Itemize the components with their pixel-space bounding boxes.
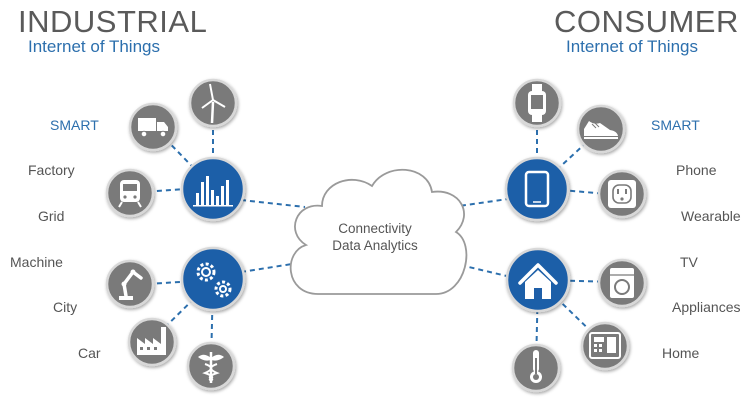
industrial-subtitle: Internet of Things [28, 37, 160, 56]
consumer-label-home: Home [662, 345, 700, 361]
consumer-label-smart: SMART [651, 117, 700, 133]
robot-arm-icon [105, 259, 155, 309]
industrial-label-factory: Factory [28, 162, 75, 178]
cloud-label-data-analytics: Data Analytics [332, 238, 418, 253]
industrial-label-car: Car [78, 345, 101, 361]
tablet-icon [504, 156, 570, 222]
power-outlet-icon [597, 169, 647, 219]
train-icon [105, 168, 155, 218]
caduceus-icon [186, 341, 236, 391]
industrial-title: INDUSTRIAL [18, 4, 208, 39]
industrial-label-smart: SMART [50, 117, 99, 133]
house-icon [505, 247, 571, 313]
bar-chart-icon [180, 156, 246, 222]
industrial-label-city: City [53, 299, 78, 315]
washing-machine-icon [597, 258, 647, 308]
truck-icon [128, 102, 178, 152]
wind-turbine-icon [188, 78, 238, 128]
consumer-subtitle: Internet of Things [566, 37, 698, 56]
consumer-title: CONSUMER [554, 4, 739, 39]
industrial-label-grid: Grid [38, 208, 65, 224]
consumer-label-tv: TV [680, 254, 698, 270]
consumer-label-phone: Phone [676, 162, 717, 178]
consumer-label-wearable: Wearable [681, 208, 741, 224]
consumer-label-appliances: Appliances [672, 299, 741, 315]
bar-chart-bars [193, 176, 233, 207]
gears-icon [180, 246, 246, 312]
cloud-label-connectivity: Connectivity [338, 221, 412, 236]
control-panel-icon [580, 321, 630, 371]
sneaker-icon [576, 104, 626, 154]
thermometer-icon [511, 343, 561, 393]
factory-icon [127, 317, 177, 367]
cloud-shape [289, 168, 468, 295]
industrial-label-machine: Machine [10, 254, 63, 270]
smartwatch-icon [512, 78, 562, 128]
